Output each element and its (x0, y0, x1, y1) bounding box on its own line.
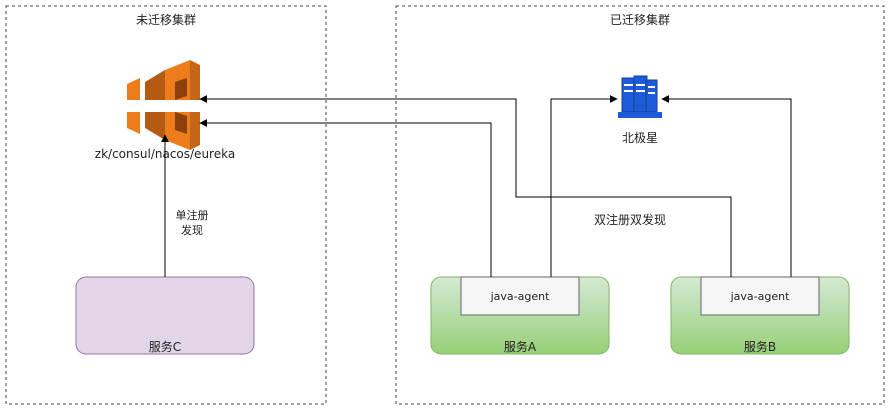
service-c-label: 服务C (149, 339, 181, 354)
java-agent-a-box[interactable] (460, 276, 580, 316)
dual-register-label: 双注册双发现 (594, 212, 666, 227)
server-icon (618, 75, 662, 118)
service-a-label: 服务A (504, 339, 537, 354)
single-register-label-line1: 单注册 (176, 208, 209, 222)
java-agent-a-label: java-agent (490, 290, 550, 303)
single-register-label-line2: 发现 (181, 223, 203, 237)
java-agent-b-label: java-agent (730, 290, 790, 303)
java-agent-b-box[interactable] (700, 276, 820, 316)
service-b-to-polaris-edge (661, 95, 792, 277)
polaris-label: 北极星 (622, 131, 658, 145)
service-a-to-registry-edge (199, 119, 492, 277)
service-b-to-registry-edge (199, 95, 732, 277)
migrated-cluster-container (395, 5, 885, 405)
registry-icon (120, 60, 210, 150)
migrated-cluster-title: 已迁移集群 (610, 12, 670, 27)
unmigrated-cluster-container (5, 5, 327, 405)
unmigrated-cluster-title: 未迁移集群 (136, 12, 196, 27)
service-a-to-polaris-edge (550, 95, 618, 277)
service-b-label: 服务B (744, 339, 776, 354)
